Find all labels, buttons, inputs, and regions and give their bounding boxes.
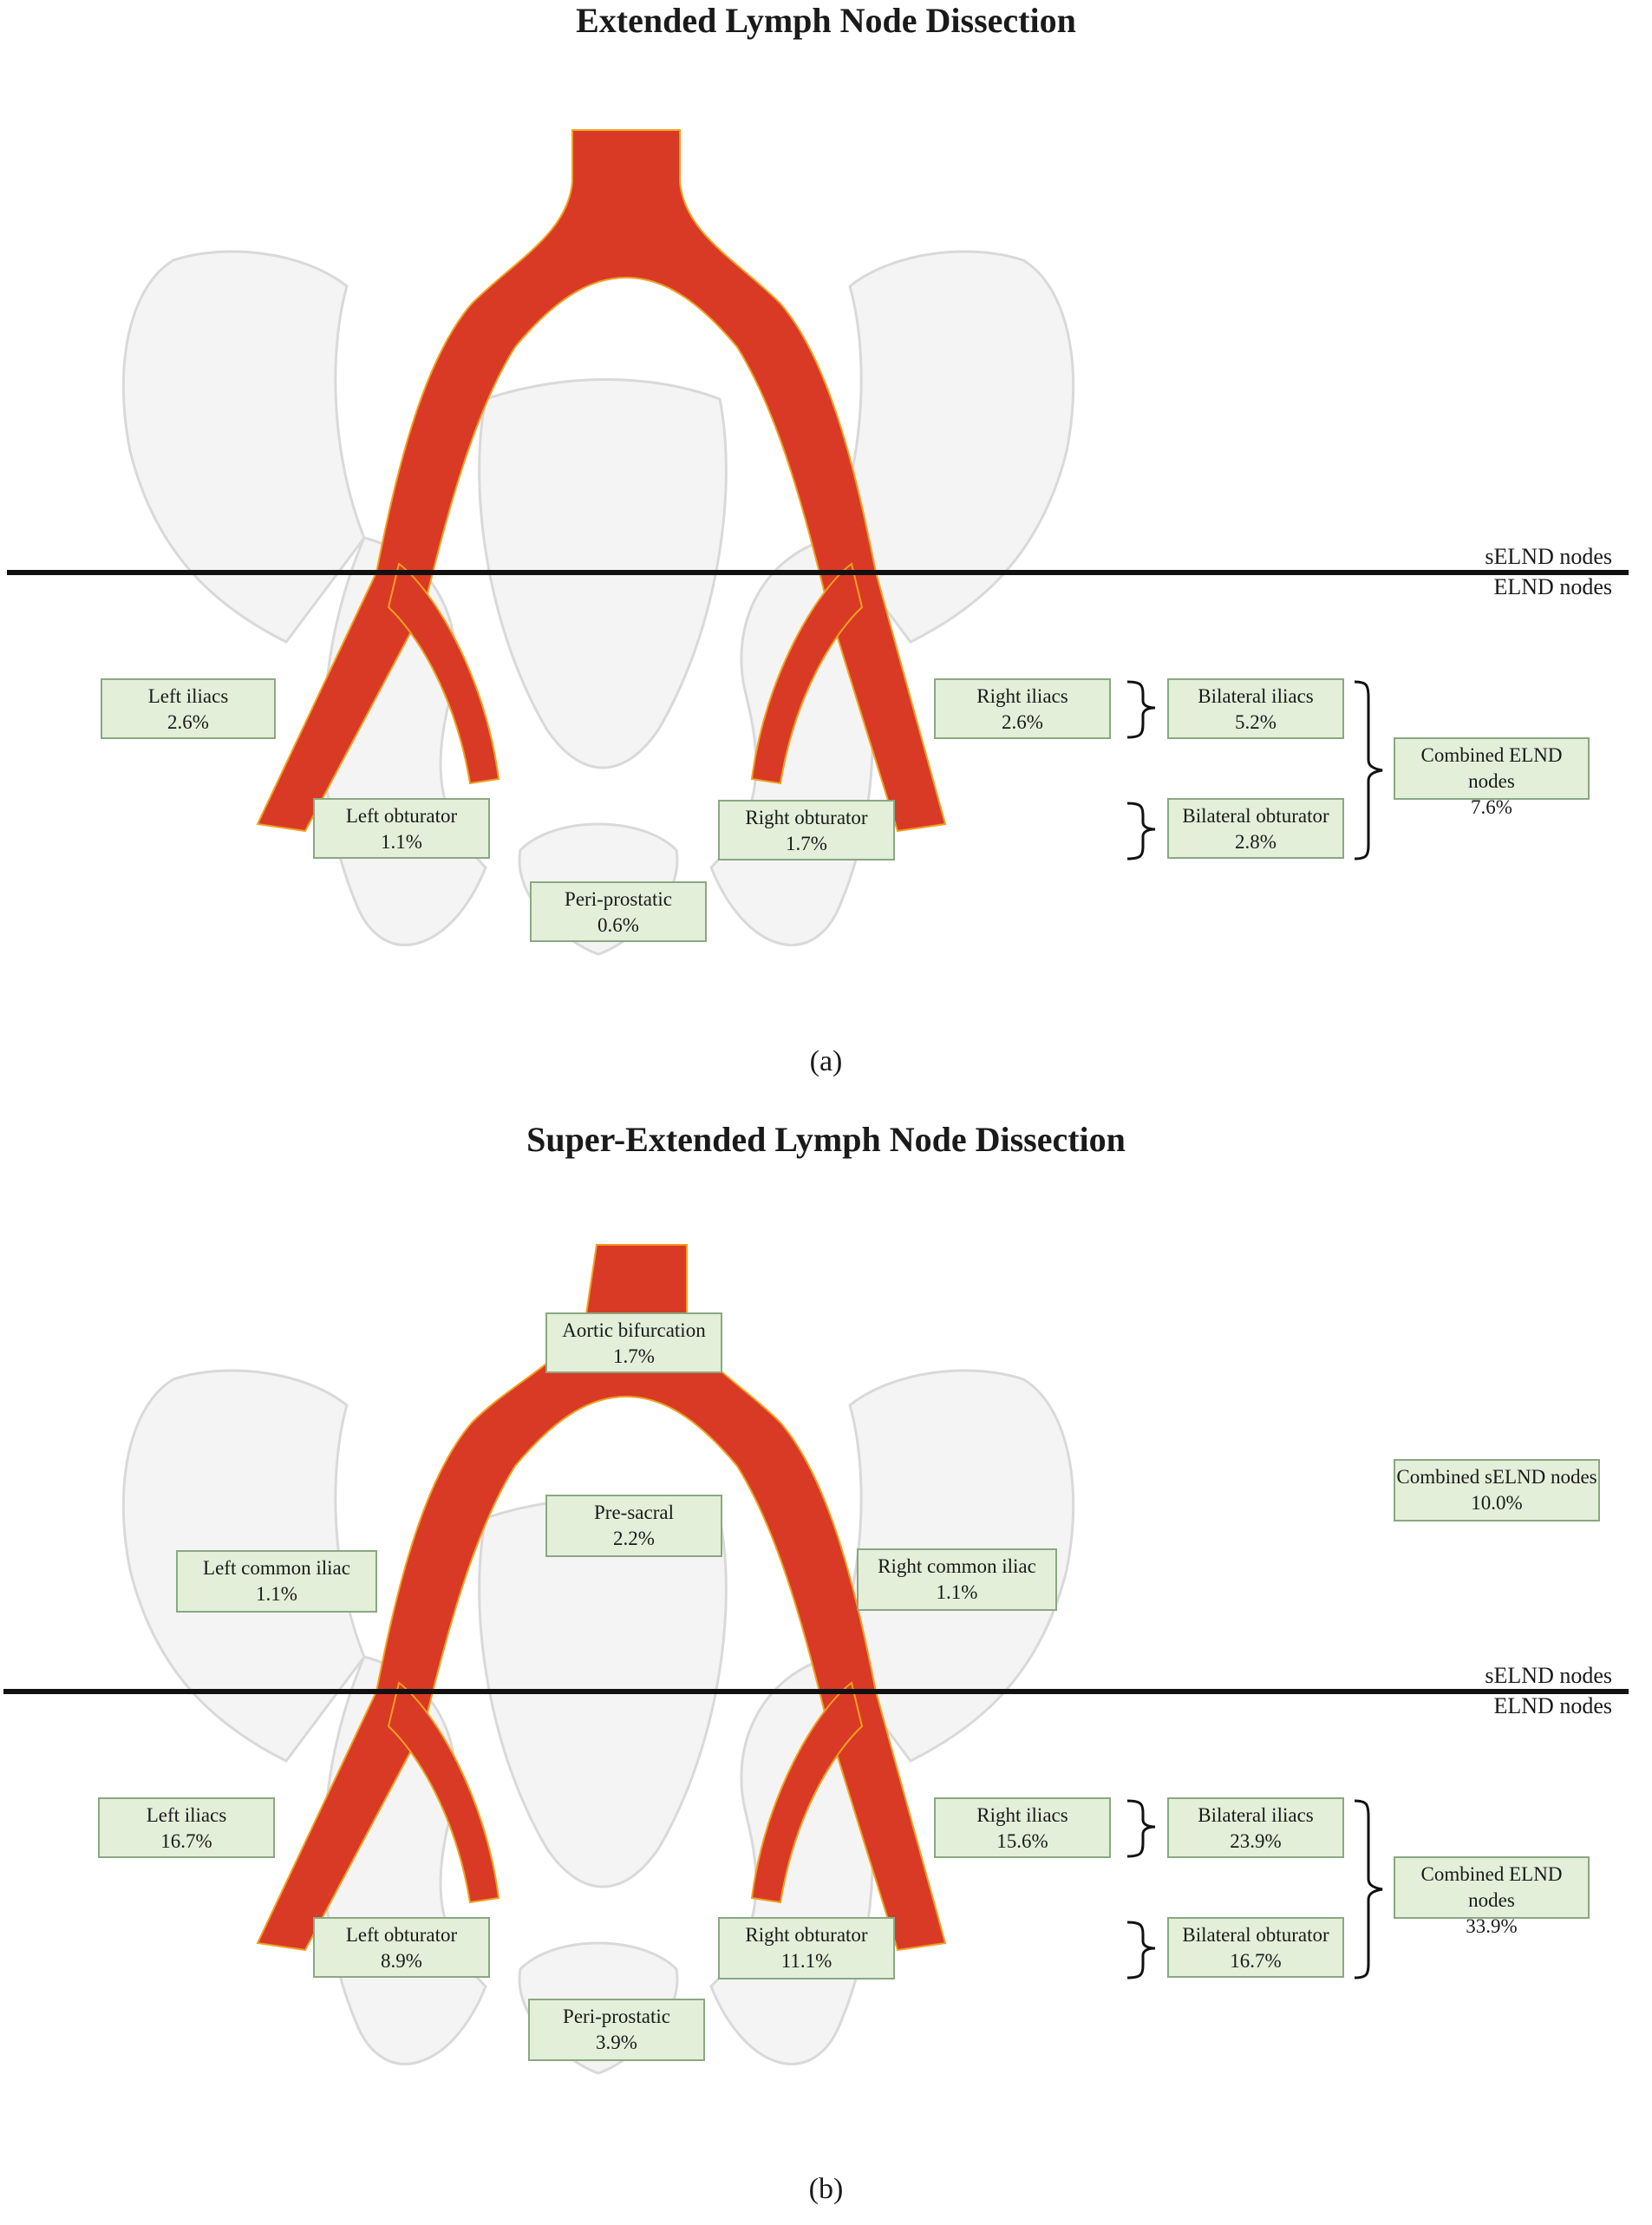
node-box-bilateral-obturator: Bilateral obturator 2.8% (1167, 798, 1344, 859)
node-label: Right iliacs (976, 1804, 1068, 1826)
pelvis-bone (121, 250, 1075, 956)
node-value: 1.7% (786, 833, 827, 854)
node-box-combined-elnd: Combined ELND nodes 7.6% (1394, 737, 1590, 818)
node-label: Left iliacs (146, 1804, 227, 1826)
node-label: Right obturator (745, 1924, 868, 1946)
node-box-bilateral-iliacs: Bilateral iliacs 5.2% (1167, 678, 1344, 739)
node-label: Left obturator (345, 805, 458, 827)
node-box-left-iliacs: Left iliacs 2.6% (101, 678, 276, 739)
node-value: 7.6% (1471, 796, 1512, 818)
node-box-right-iliacs: Right iliacs 2.6% (934, 678, 1111, 739)
node-label: Right common iliac (878, 1555, 1036, 1577)
node-box-bilateral-obturator: Bilateral obturator 16.7% (1167, 1917, 1344, 1978)
level-label-selnd: sELND nodes (1485, 1663, 1612, 1688)
level-label-elnd: ELND nodes (1493, 1693, 1612, 1718)
node-label: Pre-sacral (594, 1502, 674, 1523)
node-value: 8.9% (381, 1950, 422, 1972)
node-box-right-common-iliac: Right common iliac 1.1% (857, 1548, 1057, 1611)
grouping-brackets (1126, 680, 1383, 861)
node-value: 1.7% (613, 1345, 655, 1367)
node-label: Bilateral iliacs (1198, 685, 1314, 707)
level-label-elnd: ELND nodes (1493, 574, 1612, 599)
node-box-right-obturator: Right obturator 11.1% (718, 1917, 895, 1980)
node-label: Right obturator (745, 807, 868, 828)
node-value: 1.1% (936, 1581, 978, 1603)
panel-title: Extended Lymph Node Dissection (576, 1, 1076, 40)
panel-caption: (b) (808, 2173, 844, 2205)
node-box-combined-selnd: Combined sELND nodes 10.0% (1394, 1459, 1600, 1522)
node-value: 1.1% (381, 831, 422, 853)
panel-caption: (a) (809, 1045, 843, 1077)
node-label: Bilateral iliacs (1198, 1804, 1314, 1826)
node-label: Left iliacs (147, 685, 229, 707)
node-value: 0.6% (597, 914, 639, 936)
node-label: Left common iliac (203, 1557, 350, 1579)
panel-super-extended-dissection: Super-Extended Lymph Node Dissection sEL… (0, 1119, 1652, 2212)
node-label: Combined ELND nodes (1420, 1863, 1563, 1911)
node-label: Aortic bifurcation (562, 1319, 706, 1341)
node-value: 11.1% (780, 1950, 833, 1972)
node-value: 2.6% (167, 711, 209, 733)
node-label: Combined sELND nodes (1396, 1466, 1597, 1488)
node-box-bilateral-iliacs: Bilateral iliacs 23.9% (1167, 1797, 1344, 1858)
node-label: Right iliacs (976, 685, 1068, 707)
node-label: Combined ELND nodes (1420, 744, 1563, 792)
node-value: 15.6% (996, 1830, 1048, 1852)
grouping-brackets (1126, 1799, 1383, 1980)
node-value: 2.2% (613, 1528, 655, 1549)
aorta-vessel (256, 129, 947, 833)
node-value: 23.9% (1230, 1830, 1282, 1852)
node-label: Peri-prostatic (565, 888, 672, 910)
node-value: 2.6% (1002, 711, 1043, 733)
node-box-right-iliacs: Right iliacs 15.6% (934, 1797, 1111, 1858)
aorta-vessel (256, 1244, 947, 1952)
node-label: Bilateral obturator (1182, 1924, 1329, 1946)
node-label: Peri-prostatic (563, 2006, 670, 2027)
node-value: 33.9% (1466, 1915, 1518, 1937)
node-box-peri-prostatic: Peri-prostatic 3.9% (528, 1999, 705, 2061)
node-box-pre-sacral: Pre-sacral 2.2% (545, 1495, 722, 1557)
pelvis-bone (121, 1369, 1075, 2075)
node-value: 2.8% (1235, 831, 1277, 853)
node-box-left-obturator: Left obturator 1.1% (313, 798, 490, 859)
node-value: 5.2% (1235, 711, 1277, 733)
node-box-peri-prostatic: Peri-prostatic 0.6% (530, 881, 707, 942)
node-value: 16.7% (1230, 1950, 1282, 1972)
level-label-selnd: sELND nodes (1485, 544, 1612, 569)
node-value: 10.0% (1471, 1492, 1523, 1514)
pelvis-diagram (3, 1244, 1629, 2075)
node-box-right-obturator: Right obturator 1.7% (718, 800, 895, 861)
node-label: Bilateral obturator (1182, 805, 1329, 827)
node-value: 1.1% (256, 1583, 297, 1605)
panel-title: Super-Extended Lymph Node Dissection (526, 1120, 1126, 1159)
node-value: 3.9% (596, 2032, 637, 2053)
node-box-left-iliacs: Left iliacs 16.7% (98, 1797, 275, 1858)
node-label: Left obturator (345, 1924, 458, 1946)
node-box-left-obturator: Left obturator 8.9% (313, 1917, 490, 1978)
pelvis-diagram (7, 129, 1629, 956)
node-value: 16.7% (160, 1830, 212, 1852)
node-box-left-common-iliac: Left common iliac 1.1% (176, 1550, 377, 1613)
node-box-combined-elnd: Combined ELND nodes 33.9% (1394, 1856, 1590, 1937)
node-box-aortic-bifurcation: Aortic bifurcation 1.7% (545, 1312, 722, 1373)
panel-extended-dissection: Extended Lymph Node Dissection sELND nod… (0, 0, 1652, 1093)
